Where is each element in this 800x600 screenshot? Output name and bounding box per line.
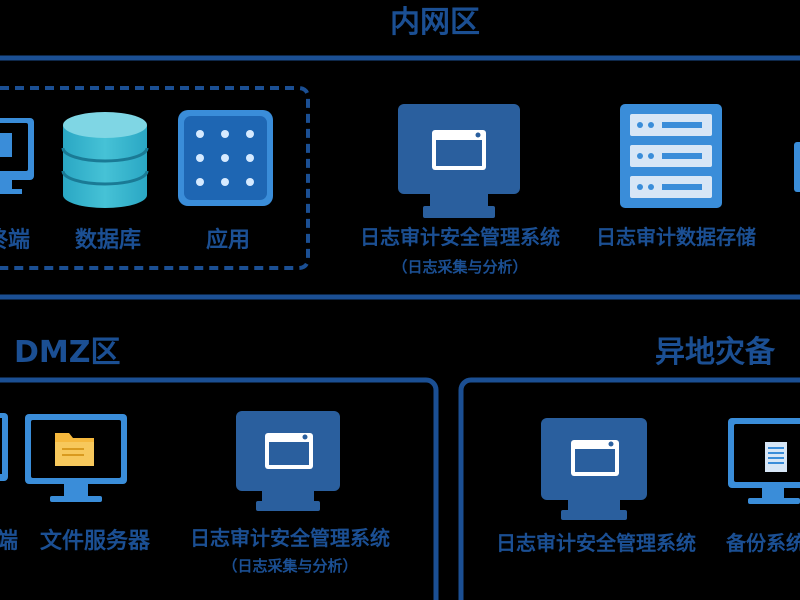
folder-monitor-icon: [25, 414, 127, 502]
app-server-icon: [178, 110, 273, 206]
dmz-item-sublabel-3: （日志采集与分析）: [222, 557, 357, 575]
zone-title-intranet: 内网区: [390, 5, 480, 40]
intranet-item-label-1: 终端: [0, 227, 30, 253]
dmz-zone-box: [0, 377, 439, 600]
monitor-window-icon: [541, 418, 647, 520]
remote-zone-box: [458, 377, 800, 600]
intranet-item-sublabel-4: （日志采集与分析）: [392, 258, 527, 276]
monitor-icon: [0, 413, 8, 481]
zone-title-dmz: DMZ区: [14, 335, 121, 370]
intranet-item-label-2: 数据库: [75, 227, 141, 253]
zone-title-remote: 异地灾备: [655, 335, 776, 370]
server-rack-icon: [620, 104, 722, 208]
document-monitor-icon: [728, 418, 800, 504]
intranet-item-label-5: 日志审计数据存储: [596, 225, 756, 249]
dmz-item-label-1: 终端: [0, 528, 18, 554]
intranet-item-label-4: 日志审计安全管理系统: [360, 225, 560, 249]
dmz-item-label-2: 文件服务器: [40, 528, 151, 554]
monitor-window-icon: [236, 411, 340, 511]
partial-icon: [794, 142, 800, 192]
remote-item-label-1: 日志审计安全管理系统: [496, 531, 696, 555]
intranet-item-label-3: 应用: [206, 227, 250, 253]
monitor-window-icon: [398, 104, 520, 218]
database-icon: [61, 112, 149, 208]
remote-item-label-2: 备份系统: [725, 531, 800, 555]
monitor-icon: [0, 118, 34, 194]
intranet-group-box: [0, 86, 310, 270]
dmz-item-label-3: 日志审计安全管理系统: [190, 526, 390, 550]
